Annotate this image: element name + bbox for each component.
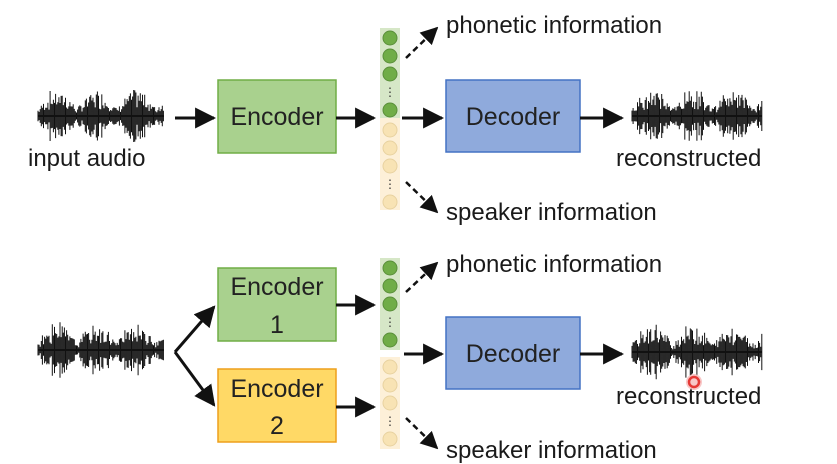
vector-ellipsis: ⋮ — [384, 85, 396, 99]
cursor-indicator-icon — [686, 374, 702, 390]
dashed-arrow-speaker — [405, 181, 439, 214]
vector-dot — [382, 377, 398, 393]
encoder-1-box — [217, 267, 337, 342]
phonetic-vector: ⋮ — [382, 30, 398, 118]
decoder-box-bottom — [445, 316, 581, 390]
speaker-information-label: speaker information — [446, 199, 657, 226]
input-waveform-bottom — [37, 322, 164, 378]
decoder-label: Decoder — [466, 103, 561, 131]
vector-dot — [382, 332, 398, 348]
vector-dot — [382, 278, 398, 294]
reconstructed-label: reconstructed — [616, 145, 761, 172]
speaker-information-label-bottom: speaker information — [446, 437, 657, 464]
phonetic-vector-bottom: ⋮ — [382, 260, 398, 348]
encoder-1-label-line2: 1 — [270, 311, 284, 339]
vector-dot — [382, 30, 398, 46]
arrow-input-to-encoder-2 — [173, 351, 216, 407]
vector-ellipsis: ⋮ — [384, 177, 396, 191]
decoder-label-bottom: Decoder — [466, 340, 561, 368]
dashed-arrow-phonetic-bottom — [405, 261, 439, 293]
dashed-arrow-speaker-bottom — [405, 417, 439, 450]
phonetic-information-label-bottom: phonetic information — [446, 251, 662, 278]
encoder-2-label-line2: 2 — [270, 412, 284, 440]
vector-dot — [382, 140, 398, 156]
vector-ellipsis: ⋮ — [384, 315, 396, 329]
vector-dot — [382, 260, 398, 276]
vector-dot — [382, 395, 398, 411]
vector-dot — [382, 194, 398, 210]
dashed-arrow-phonetic — [405, 26, 439, 59]
input-waveform — [37, 90, 164, 142]
encoder-box — [217, 79, 337, 154]
decoder-box — [445, 79, 581, 153]
phonetic-information-label: phonetic information — [446, 12, 662, 39]
speaker-vector: ⋮ — [382, 122, 398, 210]
vector-dot — [382, 158, 398, 174]
encoder-2-box — [217, 368, 337, 443]
vector-dot — [382, 66, 398, 82]
vector-dot — [382, 48, 398, 64]
vector-dot — [382, 122, 398, 138]
vector-ellipsis: ⋮ — [384, 414, 396, 428]
vector-dot — [382, 102, 398, 118]
encoder-label: Encoder — [230, 103, 323, 131]
vector-dot — [382, 296, 398, 312]
speaker-vector-bottom: ⋮ — [382, 359, 398, 447]
arrow-input-to-encoder-1 — [173, 305, 216, 353]
output-waveform-bottom — [631, 324, 763, 380]
encoder-2-label-line1: Encoder — [230, 375, 323, 403]
input-audio-label: input audio — [28, 145, 145, 172]
vector-dot — [382, 359, 398, 375]
encoder-1-label-line1: Encoder — [230, 273, 323, 301]
bottom-diagram: Encoder 1 Encoder 2 ⋮ ⋮ phonetic informa… — [37, 251, 763, 464]
top-diagram: input audio Encoder ⋮ ⋮ phonetic informa… — [28, 12, 763, 226]
vector-dot — [382, 431, 398, 447]
output-waveform — [631, 91, 763, 141]
